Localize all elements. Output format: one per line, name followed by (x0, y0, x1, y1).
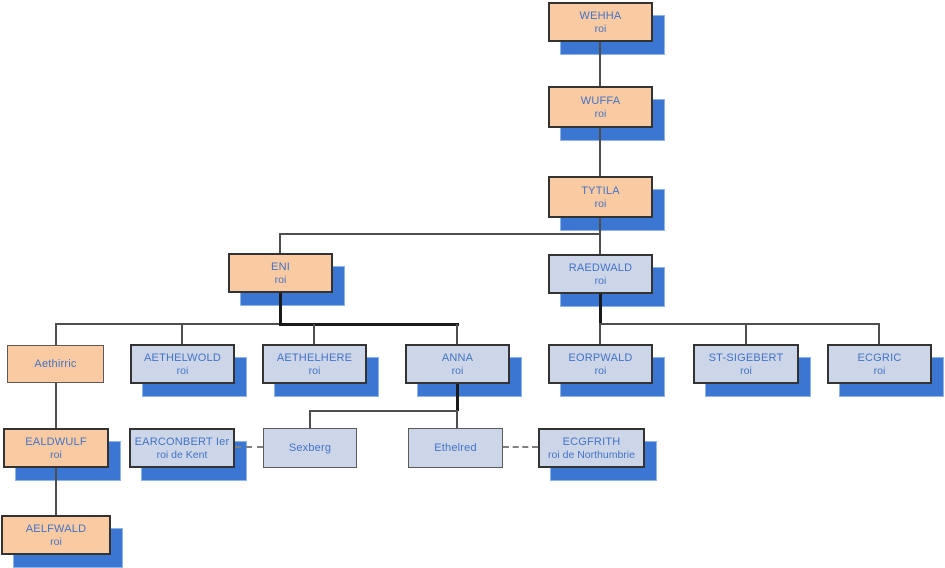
node-subtitle: roi de Northumbrie (548, 448, 635, 461)
connector-line (55, 468, 57, 515)
connector-line (55, 323, 458, 325)
connector-line (278, 322, 459, 326)
node-title: Aethirric (34, 357, 77, 370)
connector-line (878, 324, 880, 344)
connector-line (278, 293, 282, 324)
connector-line (309, 410, 458, 412)
connector-line (599, 42, 601, 86)
connector-line (309, 411, 311, 428)
node-aethirric[interactable]: Aethirric (7, 345, 104, 383)
node-title: RAEDWALD (568, 261, 633, 274)
node-title: ECGFRITH (562, 435, 621, 448)
node-title: EARCONBERT Ier (134, 435, 230, 448)
node-title: AETHELWOLD (144, 351, 221, 364)
connector-line (455, 384, 459, 411)
node-title: ECGRIC (857, 351, 902, 364)
connector-line (181, 324, 183, 344)
connector-line (599, 323, 880, 325)
node-subtitle: roi (740, 364, 752, 377)
connector-line (55, 324, 57, 345)
node-title: Ethelred (434, 441, 477, 454)
node-title: AETHELHERE (276, 351, 353, 364)
node-sexberg[interactable]: Sexberg (263, 428, 357, 468)
connector-line (55, 383, 57, 428)
node-title: ANNA (441, 351, 474, 364)
node-subtitle: roi (873, 364, 886, 377)
node-subtitle: roi de Kent (156, 448, 208, 461)
node-title: Sexberg (288, 441, 332, 454)
node-ethelred[interactable]: Ethelred (408, 428, 503, 468)
node-title: WEHHA (579, 9, 622, 22)
node-subtitle: roi (594, 197, 607, 210)
connector-line (599, 128, 601, 176)
node-subtitle: roi (274, 273, 287, 286)
node-title: AELFWALD (25, 522, 87, 535)
connector-line (598, 294, 602, 324)
node-title: ST-SIGEBERT (708, 351, 784, 364)
node-title: EALDWULF (25, 435, 87, 448)
node-title: WUFFA (580, 94, 621, 107)
node-title: EORPWALD (568, 351, 633, 364)
connector-line (279, 233, 601, 235)
node-subtitle: roi (594, 22, 607, 35)
node-subtitle: roi (308, 364, 321, 377)
connector-line (745, 324, 747, 344)
connector-line (599, 218, 601, 254)
marriage-connector-line (235, 446, 263, 448)
node-subtitle: roi (594, 364, 607, 377)
node-subtitle: roi (451, 364, 464, 377)
node-title: ENI (271, 260, 290, 273)
node-title: TYTILA (581, 184, 620, 197)
node-subtitle: roi (50, 448, 62, 461)
node-subtitle: roi (594, 107, 607, 120)
connector-line (279, 234, 281, 253)
connector-line (599, 324, 601, 344)
node-subtitle: roi (50, 535, 62, 548)
connector-line (456, 411, 458, 428)
connector-line (456, 324, 458, 344)
node-subtitle: roi (176, 364, 189, 377)
connector-line (313, 324, 315, 344)
node-subtitle: roi (594, 274, 607, 287)
marriage-connector-line (503, 446, 538, 448)
